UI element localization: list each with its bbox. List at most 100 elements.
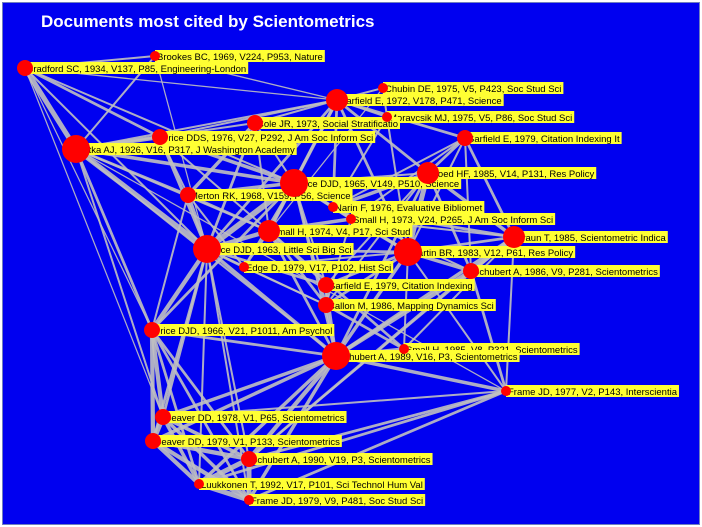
node-label-schubert90: Schubert A, 1990, V19, P3, Scientometric… [249, 453, 433, 466]
node-label-bg [25, 62, 249, 74]
node-label-text: Frame JD, 1977, V2, P143, Interscientia [508, 387, 678, 398]
nodes-layer [17, 51, 525, 505]
node-label-text: Edge D, 1979, V17, P102, Hist Sci [246, 263, 391, 274]
node-pricedds [152, 129, 168, 145]
edge-lotka-price66 [74, 147, 154, 332]
edge-bradford-price63 [24, 67, 208, 250]
node-label-chubin: Chubin DE, 1975, V5, P423, Soc Stud Sci [383, 82, 564, 95]
node-garfield79b [318, 277, 334, 293]
node-label-bg [351, 213, 556, 225]
edge-beaver79-frame79 [150, 438, 252, 503]
node-small74 [258, 220, 280, 242]
node-label-brookes: Brookes BC, 1969, V224, P953, Nature [155, 50, 325, 63]
node-braun [503, 226, 525, 248]
node-label-small73: Small H, 1973, V24, P265, J Am Soc Infor… [351, 213, 556, 226]
edge-lotka-beaver78 [75, 148, 164, 418]
node-label-bg [387, 111, 575, 123]
node-label-garfield72: Garfield E, 1972, V178, P471, Science [337, 94, 504, 107]
node-label-garfield79b: Garfield E, 1979, Citation Indexing [326, 279, 475, 292]
edge-bradford-price66 [24, 67, 153, 331]
node-label-text: Schubert A, 1986, V9, P281, Scientometri… [473, 267, 658, 278]
node-label-bg [163, 411, 347, 423]
node-label-text: Callon M, 1986, Mapping Dynamics Sci [328, 301, 494, 312]
node-label-text: Garfield E, 1979, Citation Indexing It [467, 134, 620, 145]
node-label-bg [506, 385, 679, 397]
node-label-text: Brookes BC, 1969, V224, P953, Nature [157, 52, 323, 63]
edge-beaver78-luukkonen [161, 415, 201, 486]
node-price66 [144, 322, 160, 338]
node-label-frame77: Frame JD, 1977, V2, P143, Interscientia [506, 385, 679, 398]
labels-layer: Brookes BC, 1969, V224, P953, NatureBrad… [25, 50, 679, 507]
node-label-schubert89: Schubert A, 1989, V16, P3, Scientometric… [336, 350, 520, 363]
node-label-bg [465, 132, 622, 144]
node-price65 [280, 169, 308, 197]
node-label-bg [207, 243, 354, 255]
node-label-bg [188, 189, 353, 201]
node-garfield72 [326, 89, 348, 111]
edge-garfield79a-narin [332, 137, 466, 208]
node-bradford [17, 60, 33, 76]
node-label-bg [249, 453, 433, 465]
node-label-bg [326, 299, 496, 311]
node-label-text: Price DJD, 1965, V149, P510, Science [296, 179, 459, 190]
node-label-cole: Cole JR, 1973, Social Stratificatio [255, 117, 400, 130]
edge-price63-price66 [149, 246, 210, 333]
node-label-bg [471, 265, 660, 277]
node-label-beaver79: Beaver DD, 1979, V1, P133, Scientometric… [153, 435, 342, 448]
edge-bradford-beaver78 [24, 67, 164, 418]
node-merton [180, 187, 196, 203]
node-label-text: Beaver DD, 1978, V1, P65, Scientometrics [165, 413, 345, 424]
node-label-text: Schubert A, 1989, V16, P3, Scientometric… [338, 352, 518, 363]
node-label-bg [153, 435, 342, 447]
node-label-beaver78: Beaver DD, 1978, V1, P65, Scientometrics [163, 411, 347, 424]
node-label-bg [269, 225, 413, 237]
edge-garfield72-moed [335, 98, 430, 175]
node-label-garfield79a: Garfield E, 1979, Citation Indexing It [465, 132, 622, 145]
edge-price66-beaver79 [149, 327, 156, 444]
edge-price66-luukkonen [150, 328, 201, 486]
node-price63 [193, 235, 221, 263]
node-label-text: Price DDS, 1976, V27, P292, J Am Soc Inf… [162, 133, 373, 144]
node-label-text: Frame JD, 1979, V9, P481, Soc Stud Sci [251, 496, 423, 507]
node-label-merton: Merton RK, 1968, V159, P56, Science [188, 189, 353, 202]
node-label-text: Small H, 1974, V4, P17, Sci Stud [271, 227, 410, 238]
node-label-bg [326, 279, 475, 291]
node-label-price63: Price DJD, 1963, Little Sci Big Sci [207, 243, 354, 256]
node-label-callon: Callon M, 1986, Mapping Dynamics Sci [326, 299, 496, 312]
node-label-text: Narin F, 1976, Evaluative Bibliomet [335, 203, 483, 214]
node-label-price66: Price DJD, 1966, V21, P1011, Am Psychol [152, 324, 335, 337]
edge-price63-schubert89 [205, 247, 338, 358]
node-moed [417, 162, 439, 184]
node-label-text: Garfield E, 1979, Citation Indexing [328, 281, 473, 292]
node-lotka [62, 135, 90, 163]
node-label-bg [255, 117, 400, 129]
figure-title: Documents most cited by Scientometrics [41, 12, 375, 31]
node-chubin [378, 83, 388, 93]
node-label-bg [408, 246, 576, 258]
node-label-bg [333, 201, 485, 213]
node-callon [318, 297, 334, 313]
node-frame77 [501, 386, 511, 396]
edge-schubert89-frame79 [247, 354, 338, 502]
node-narin [328, 202, 338, 212]
node-label-text: Garfield E, 1972, V178, P471, Science [339, 96, 502, 107]
edge-bradford-lotka [22, 65, 79, 152]
node-garfield79a [457, 130, 473, 146]
node-label-text: Lotka AJ, 1926, V16, P317, J Washington … [78, 145, 295, 156]
node-label-frame79: Frame JD, 1979, V9, P481, Soc Stud Sci [249, 494, 426, 507]
node-label-text: Merton RK, 1968, V159, P56, Science [190, 191, 351, 202]
edge-chubin-small74 [268, 87, 384, 232]
node-label-text: Luukkonen T, 1992, V17, P101, Sci Techno… [201, 480, 423, 491]
edge-martin-callon [324, 250, 410, 307]
node-label-bg [249, 494, 426, 506]
node-label-moravcsik: Moravcsik MJ, 1975, V5, P86, Soc Stud Sc… [387, 111, 575, 124]
node-schubert89 [322, 342, 350, 370]
node-label-bg [152, 324, 335, 336]
node-label-bg [155, 50, 325, 62]
node-label-bg [76, 143, 297, 155]
edge-bradford-price65 [24, 67, 295, 184]
edge-schubert86-frame77 [469, 269, 508, 393]
node-label-luukkonen: Luukkonen T, 1992, V17, P101, Sci Techno… [199, 478, 425, 491]
